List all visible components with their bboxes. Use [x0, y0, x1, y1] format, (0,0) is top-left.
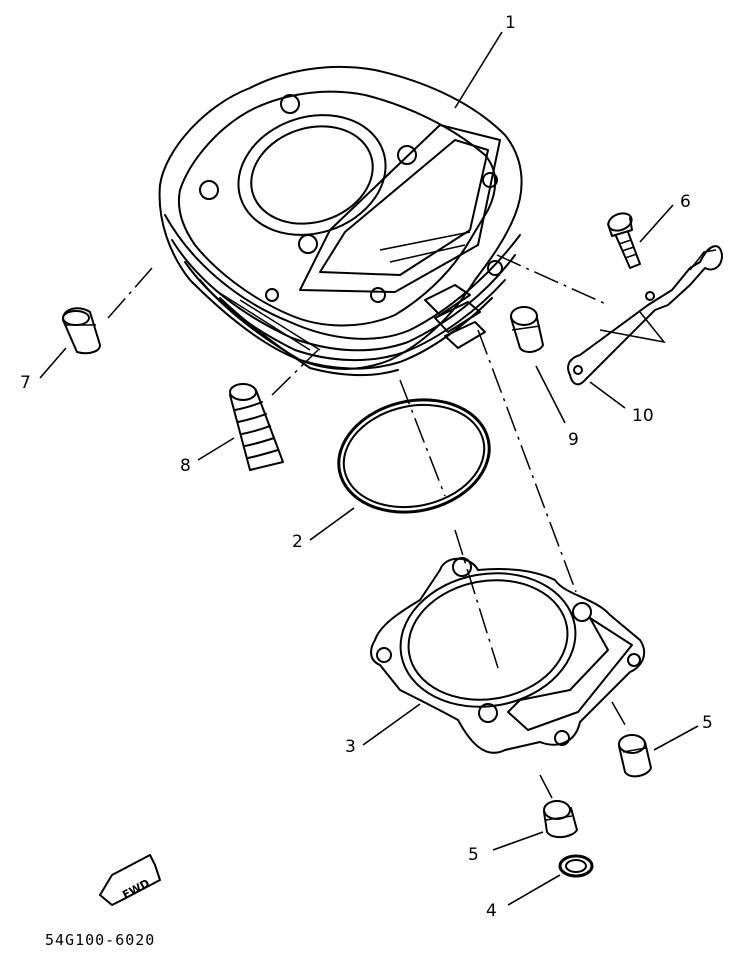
label-9: 9: [568, 430, 579, 450]
projection-line: [496, 254, 609, 306]
dowel-9-drawing: [510, 306, 544, 353]
dowel-5b-drawing: [543, 800, 578, 838]
bracket-drawing: [567, 245, 723, 386]
label-5a: 5: [702, 713, 713, 733]
label-10: 10: [632, 406, 654, 426]
leader-4: [507, 874, 561, 906]
dowel-7-drawing: [62, 307, 101, 355]
leader-5b: [492, 831, 544, 851]
gasket-drawing: [370, 557, 646, 754]
leader-10: [589, 381, 626, 409]
label-5b: 5: [468, 845, 479, 865]
leader-3: [362, 703, 421, 746]
label-1: 1: [505, 13, 516, 33]
leader-1: [454, 31, 503, 109]
cylinder-drawing: [158, 65, 523, 377]
label-2: 2: [292, 532, 303, 552]
label-4: 4: [486, 901, 497, 921]
leader-2: [309, 507, 355, 541]
leader-7: [39, 347, 67, 379]
fwd-arrow-icon: FWD: [99, 854, 161, 906]
projection-v: [599, 311, 666, 344]
label-3: 3: [345, 737, 356, 757]
label-7: 7: [20, 373, 31, 393]
dowel-5a-drawing: [618, 734, 652, 778]
leader-6: [639, 204, 674, 243]
spring-drawing: [229, 383, 284, 471]
part-labels: 1 2 3 4 5 5 6 7 8 9 10: [20, 13, 713, 921]
fwd-text: FWD: [120, 877, 152, 902]
bolt-drawing: [607, 212, 641, 269]
leader-8: [197, 437, 235, 461]
label-6: 6: [680, 192, 691, 212]
leader-5a: [653, 725, 699, 751]
leader-9: [535, 365, 566, 424]
o-ring-small-drawing: [558, 854, 594, 878]
diagram-code: 54G100-6020: [45, 931, 155, 949]
o-ring-drawing: [337, 398, 491, 514]
label-8: 8: [180, 456, 191, 476]
